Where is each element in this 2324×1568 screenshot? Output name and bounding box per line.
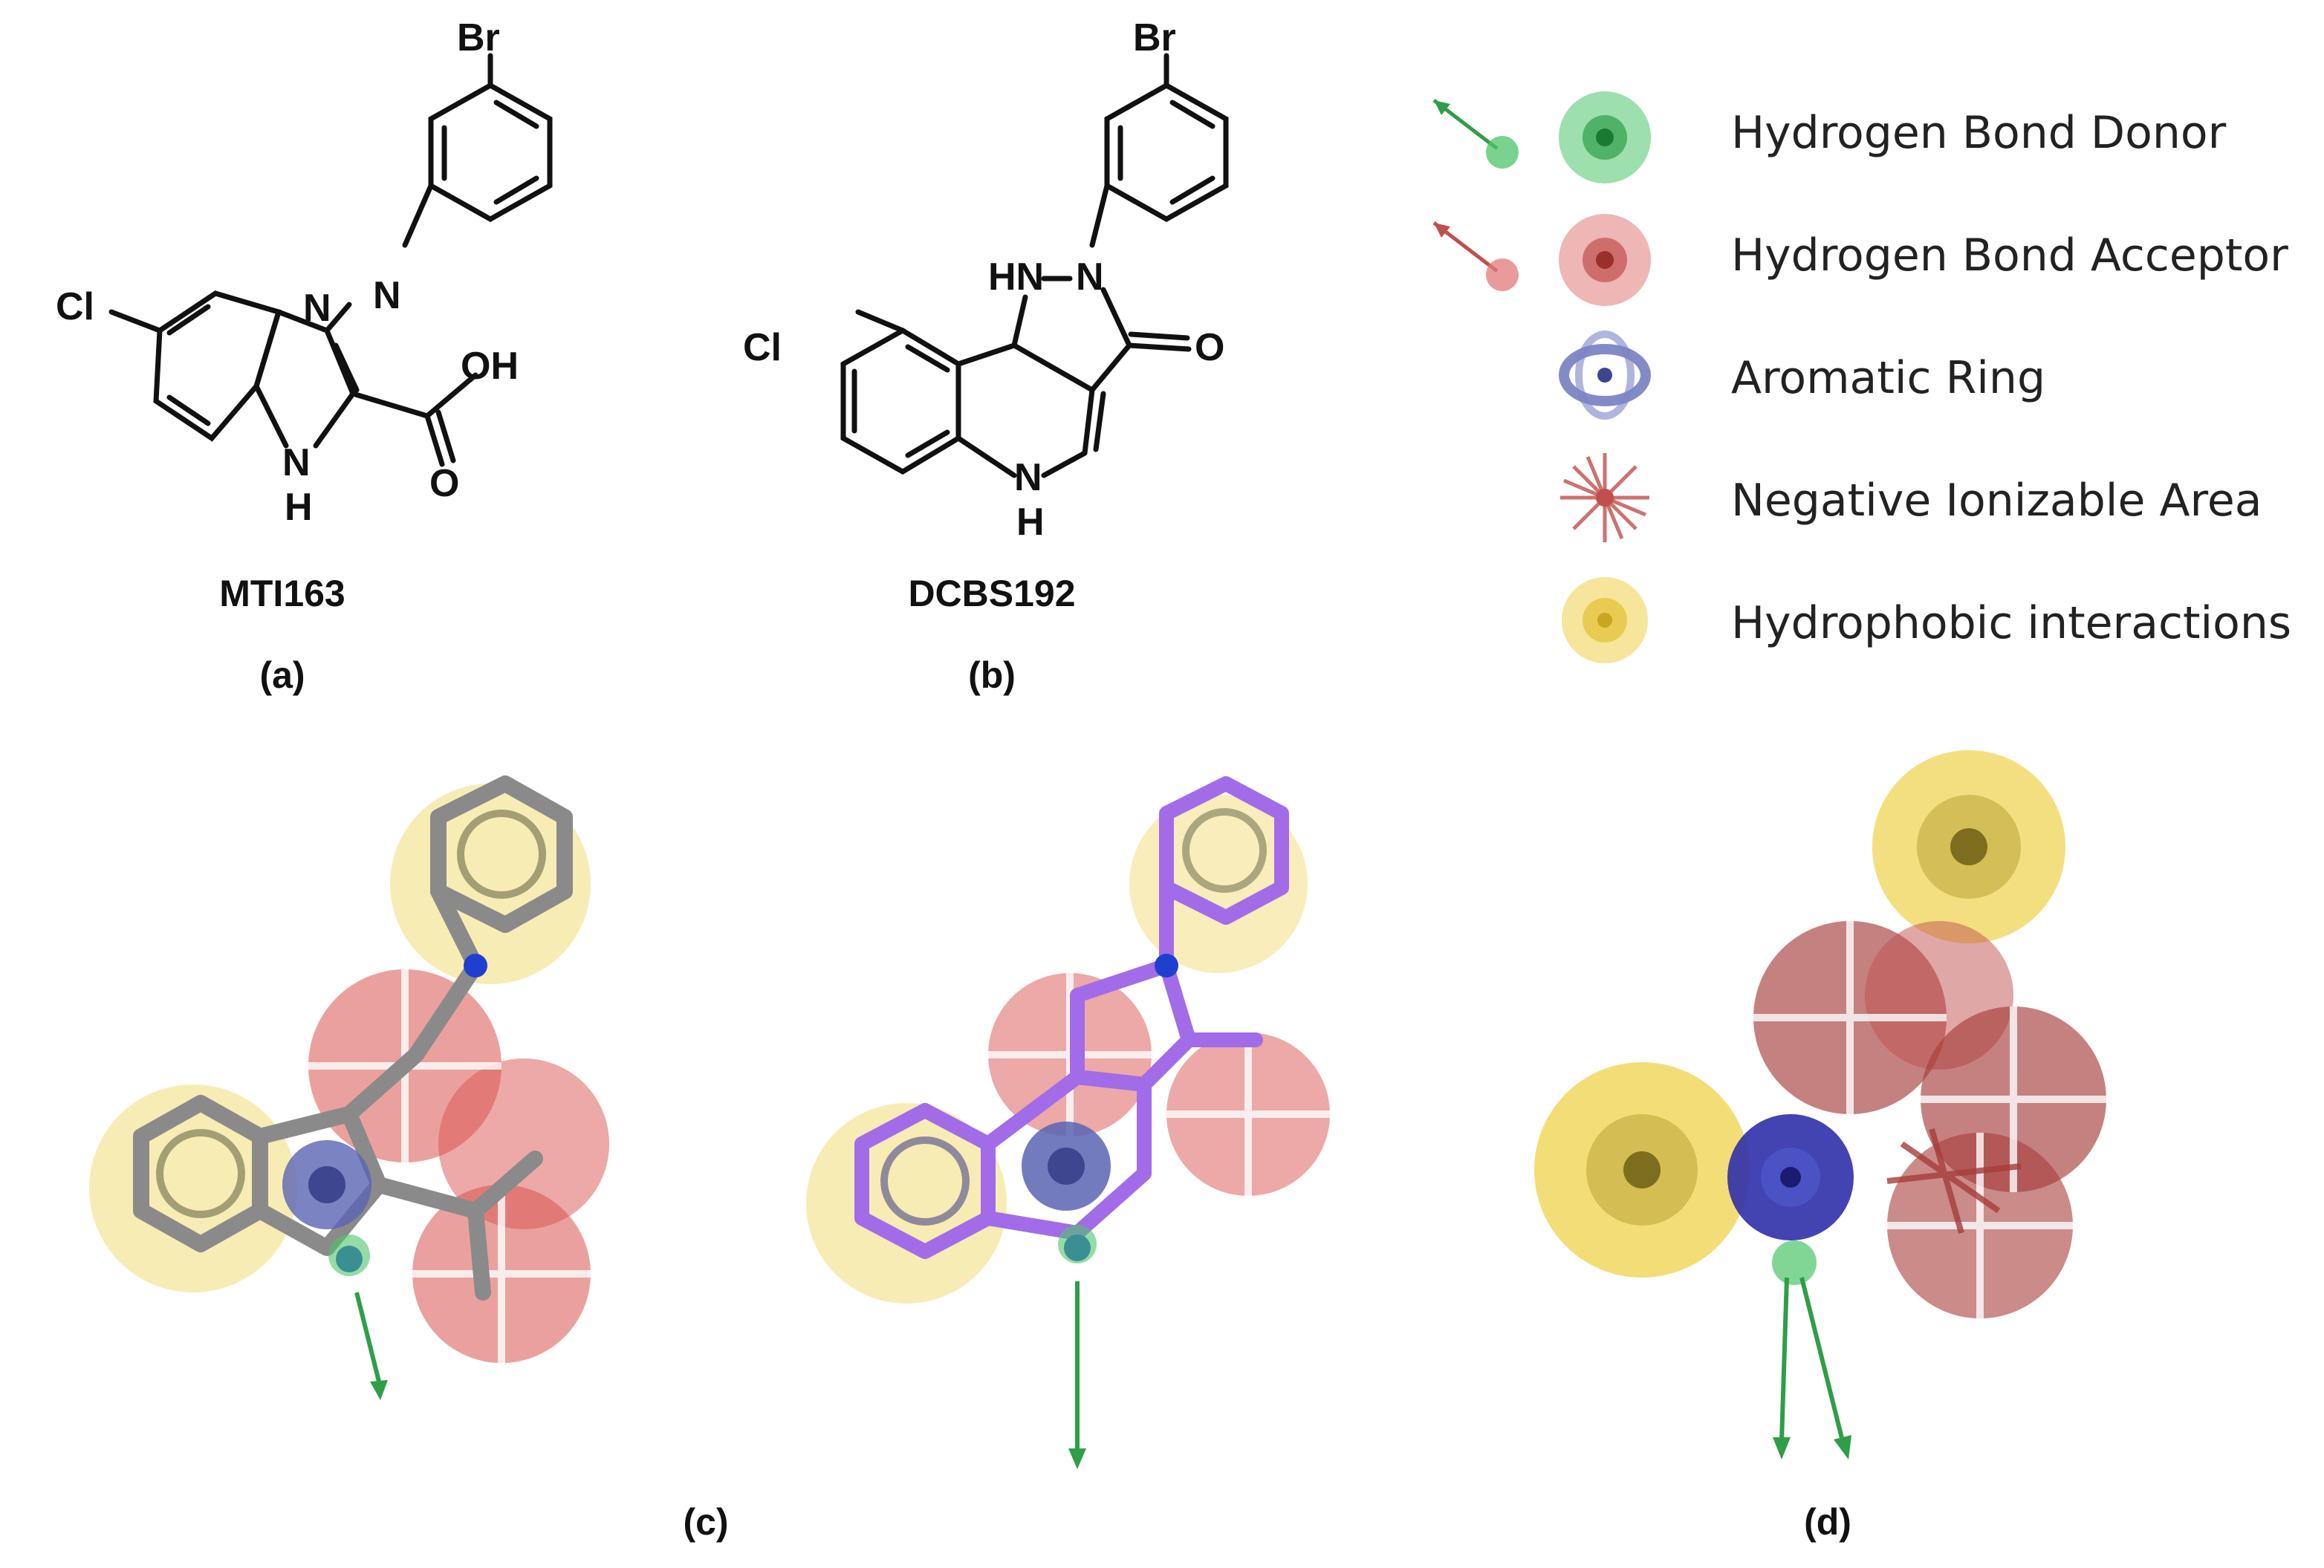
mti163-structure: Br N N Cl N H OH O: [56, 16, 553, 529]
panel-label-a: (a): [259, 654, 305, 696]
atom-cl: Cl: [56, 285, 94, 328]
compound-name-dcbs192: DCBS192: [908, 573, 1076, 614]
panel-a: Br N N Cl N H OH O MTI163 (a): [0, 0, 669, 713]
hydrogen-bond-acceptor-icon: [1432, 214, 1651, 306]
legend-label-negative: Negative Ionizable Area: [1731, 475, 2262, 527]
legend-item-acceptor: Hydrogen Bond Acceptor: [1412, 197, 2303, 308]
legend-item-negative: Negative Ionizable Area: [1412, 442, 2303, 553]
atom-o: O: [1195, 326, 1224, 369]
mti163-3d-pharmacophore: [89, 775, 609, 1400]
atom-o: O: [429, 462, 459, 505]
panel-c: (c): [0, 728, 1449, 1568]
hydrogen-bond-donor-icon: [1432, 91, 1651, 183]
panel-label-d: (d): [1804, 1501, 1851, 1543]
atom-n: N: [1076, 256, 1104, 299]
pharmacophore-legend: Hydrogen Bond Donor Hydrogen Bond Accept…: [1412, 45, 2303, 683]
dcbs192-structure: Br HN N O Cl N H: [743, 16, 1229, 544]
atom-nh-h: H: [285, 486, 313, 529]
dcbs192-3d-pharmacophore: [806, 776, 1330, 1469]
panel-d: (d): [1486, 728, 2324, 1568]
atom-br: Br: [457, 16, 500, 59]
shared-pharmacophore-model: [1534, 750, 2106, 1460]
negative-ionizable-icon: [1560, 453, 1649, 542]
legend-item-aromatic: Aromatic Ring: [1412, 319, 2303, 431]
atom-br: Br: [1133, 16, 1176, 59]
compound-name-mti163: MTI163: [219, 573, 345, 614]
atom-nh-n: N: [282, 441, 311, 484]
atom-nh-h: H: [1016, 501, 1045, 544]
panel-label-b: (b): [968, 654, 1016, 696]
aromatic-ring-icon: [1559, 331, 1651, 420]
atom-hn: HN: [988, 256, 1044, 299]
atom-cl: Cl: [743, 326, 782, 369]
hydrophobic-icon: [1562, 577, 1648, 663]
legend-label-aromatic: Aromatic Ring: [1731, 352, 2046, 404]
panel-label-c: (c): [683, 1501, 729, 1543]
legend-label-donor: Hydrogen Bond Donor: [1731, 107, 2227, 159]
panel-b: Br HN N O Cl N H DCBS192 (b): [713, 0, 1308, 713]
legend-item-hydrophobic: Hydrophobic interactions: [1412, 565, 2303, 676]
legend-label-acceptor: Hydrogen Bond Acceptor: [1731, 230, 2288, 282]
legend-label-hydrophobic: Hydrophobic interactions: [1731, 597, 2292, 649]
atom-oh: OH: [461, 345, 519, 388]
legend-item-donor: Hydrogen Bond Donor: [1412, 74, 2303, 186]
atom-n1: N: [303, 287, 331, 330]
atom-n2: N: [373, 274, 401, 317]
atom-nh-n: N: [1014, 456, 1042, 499]
